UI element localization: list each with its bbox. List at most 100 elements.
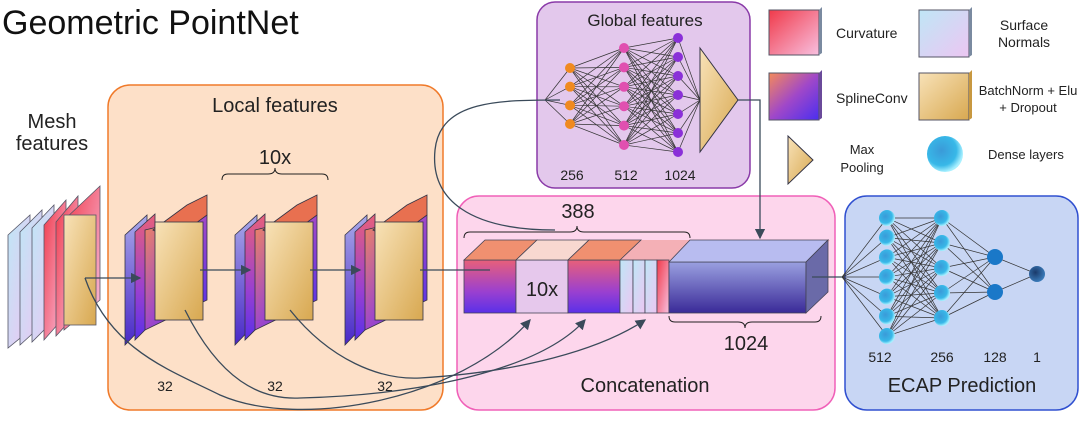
concat-repeat-label: 10x bbox=[526, 279, 558, 301]
legend-batchnorm-label-2: + Dropout bbox=[999, 100, 1057, 115]
network-edge bbox=[569, 67, 625, 125]
network-edge bbox=[677, 56, 701, 101]
local-repeat-label: 10x bbox=[259, 147, 291, 169]
network-edge bbox=[569, 105, 625, 125]
network-edge bbox=[886, 267, 943, 317]
network-edge bbox=[569, 47, 625, 87]
local-repeat-brace bbox=[221, 167, 329, 181]
legend-pooling-label-1: Max bbox=[850, 142, 875, 157]
network-edge bbox=[941, 256, 996, 294]
network-edge bbox=[886, 237, 943, 269]
ecap-prediction-panel bbox=[844, 195, 1079, 411]
global-size-1: 256 bbox=[560, 167, 584, 183]
network-edge bbox=[886, 217, 943, 297]
network-edge bbox=[544, 99, 571, 125]
network-node bbox=[673, 128, 683, 138]
network-edge bbox=[886, 217, 943, 317]
mesh-label-1: Mesh bbox=[28, 111, 77, 133]
network-edge bbox=[886, 267, 943, 278]
network-edge bbox=[941, 242, 996, 258]
network-node bbox=[619, 120, 629, 131]
network-edge bbox=[623, 132, 679, 146]
network-edge bbox=[886, 242, 943, 317]
network-edge bbox=[886, 242, 943, 278]
network-edge bbox=[623, 37, 679, 126]
flow-arrows bbox=[84, 99, 842, 411]
network-node bbox=[934, 260, 950, 276]
network-node bbox=[673, 109, 683, 119]
network-node bbox=[934, 310, 950, 326]
network-node bbox=[673, 33, 683, 43]
network-edge bbox=[941, 256, 996, 269]
local-size-1: 32 bbox=[157, 378, 173, 394]
network-node bbox=[565, 119, 575, 129]
network-edge bbox=[623, 113, 679, 146]
legend-batchnorm-label-1: BatchNorm + Elu bbox=[979, 83, 1078, 98]
network-edge bbox=[886, 267, 943, 297]
network-edge bbox=[569, 67, 625, 107]
concat-tensor bbox=[463, 239, 830, 314]
ecap-size-4: 1 bbox=[1033, 349, 1041, 365]
network-edge bbox=[886, 242, 943, 337]
network-node bbox=[565, 63, 575, 73]
legend-dense-label: Dense layers bbox=[988, 147, 1064, 162]
network-node bbox=[879, 229, 895, 246]
network-edge bbox=[886, 217, 943, 269]
network-edge bbox=[886, 267, 943, 337]
network-edge bbox=[623, 37, 679, 68]
ecap-size-3: 128 bbox=[983, 349, 1007, 365]
network-edge bbox=[623, 75, 679, 146]
network-edge bbox=[569, 86, 625, 125]
network-edge bbox=[941, 217, 996, 293]
network-edge bbox=[544, 67, 571, 101]
network-edge bbox=[841, 276, 888, 297]
legend-splineconv-label: SplineConv bbox=[836, 90, 908, 106]
network-node bbox=[879, 269, 895, 285]
legend-surface-normals: Surface Normals bbox=[918, 7, 1050, 58]
network-node bbox=[619, 81, 629, 92]
ecap-size-2: 256 bbox=[930, 349, 954, 365]
network-edge bbox=[841, 237, 888, 278]
global-size-3: 1024 bbox=[664, 167, 695, 183]
legend-pooling-label-2: Pooling bbox=[840, 160, 883, 175]
legend-curvature: Curvature bbox=[768, 7, 898, 56]
network-node bbox=[879, 308, 895, 325]
network-edge bbox=[677, 37, 701, 101]
network-edge bbox=[841, 257, 888, 278]
network-node bbox=[934, 235, 950, 251]
diagram-title: Geometric PointNet bbox=[2, 4, 299, 42]
network-edge bbox=[623, 37, 679, 146]
network-node bbox=[879, 210, 895, 226]
network-edge bbox=[569, 123, 625, 126]
ecap-size-1: 512 bbox=[868, 349, 892, 365]
local-size-3: 32 bbox=[377, 378, 393, 394]
network-edge bbox=[941, 291, 996, 319]
concat-bottom-size: 1024 bbox=[724, 333, 769, 355]
network-edge bbox=[886, 317, 943, 337]
legend-max-pooling: Max Pooling bbox=[787, 134, 884, 186]
network-node bbox=[673, 52, 683, 62]
network-edge bbox=[677, 99, 701, 153]
network-edge bbox=[886, 217, 943, 238]
network-edge bbox=[569, 86, 625, 126]
network-edge bbox=[886, 242, 943, 258]
network-edge bbox=[886, 292, 943, 317]
legend-curvature-label: Curvature bbox=[836, 25, 898, 41]
network-edge bbox=[677, 75, 701, 101]
network-node bbox=[619, 62, 629, 73]
network-edge bbox=[569, 47, 625, 69]
network-edge bbox=[841, 276, 888, 337]
network-edge bbox=[941, 256, 996, 319]
network-node bbox=[879, 328, 895, 344]
legend-splineconv: SplineConv bbox=[768, 70, 908, 121]
network-node bbox=[565, 100, 575, 111]
ecap-dense-network bbox=[841, 210, 1045, 344]
network-node bbox=[987, 249, 1003, 265]
network-edge bbox=[569, 47, 625, 125]
network-edge bbox=[841, 276, 888, 317]
network-edge bbox=[841, 217, 888, 278]
network-node bbox=[879, 249, 895, 266]
network-node bbox=[619, 101, 629, 112]
concat-top-size: 388 bbox=[561, 201, 594, 223]
network-node bbox=[934, 210, 950, 226]
